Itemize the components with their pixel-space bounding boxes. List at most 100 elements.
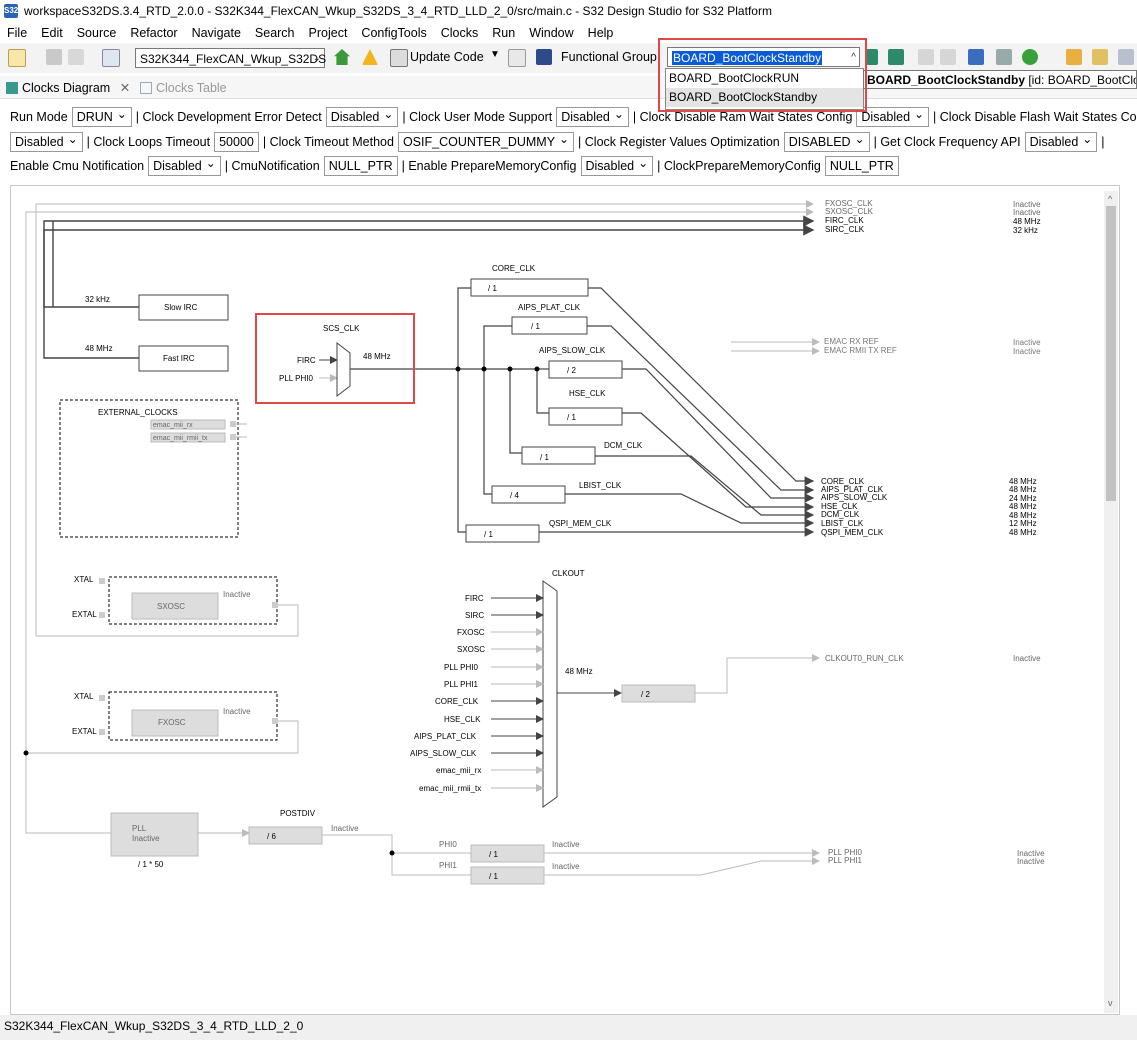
option-bootclockrun[interactable]: BOARD_BootClockRUN: [669, 71, 800, 85]
scs-freq: 48 MHz: [363, 352, 391, 361]
dcm-divider[interactable]: [521, 446, 596, 465]
fxosc-label: FXOSC: [158, 718, 186, 727]
menu-refactor[interactable]: Refactor: [130, 26, 178, 40]
functional-group-dropdown[interactable]: BOARD_BootClockRUN BOARD_BootClockStandb…: [665, 68, 864, 110]
fxosc-block[interactable]: [131, 709, 219, 737]
clkout-inputs: FIRC SIRC FXOSC SXOSC PLL PHI0 PLL PHI1 …: [410, 594, 544, 793]
fast-irc-block[interactable]: [138, 345, 229, 372]
tab-clocks-table[interactable]: Clocks Table: [140, 79, 227, 97]
list-icon[interactable]: [888, 49, 904, 65]
fxosc-extal: EXTAL: [72, 727, 97, 736]
menu-navigate[interactable]: Navigate: [191, 26, 241, 40]
aips-plat-divider[interactable]: [511, 316, 588, 335]
warning-icon[interactable]: [362, 49, 378, 65]
pll-mult: / 1 * 50: [138, 860, 164, 869]
aips-slow-freq: 24 MHz: [1009, 494, 1037, 503]
c-file-icon[interactable]: [508, 49, 526, 67]
tab-clocks-diagram[interactable]: Clocks Diagram ✕: [6, 79, 130, 97]
menu-bar: File Edit Source Refactor Navigate Searc…: [0, 23, 1137, 43]
diagram-icon: [6, 82, 18, 94]
clkout-div: / 2: [641, 690, 650, 699]
monitor-icon[interactable]: [968, 49, 984, 65]
menu-project[interactable]: Project: [308, 26, 348, 40]
refresh-icon[interactable]: [996, 49, 1012, 65]
output-wires: [539, 287, 815, 537]
new-icon[interactable]: [8, 49, 26, 67]
home-icon[interactable]: [334, 49, 350, 65]
timeout-label: | Clock Timeout Method: [262, 135, 394, 149]
postdiv-title: POSTDIV: [280, 809, 316, 818]
hse-freq: 48 MHz: [1009, 502, 1037, 511]
menu-window[interactable]: Window: [529, 26, 574, 40]
sxosc-block[interactable]: [131, 592, 219, 620]
window-title: workspaceS32DS.3.4_RTD_2.0.0 - S32K344_F…: [24, 4, 772, 18]
pll-phi1-state: Inactive: [1017, 857, 1045, 866]
flag-icon[interactable]: [866, 49, 878, 65]
tools-icon[interactable]: [1092, 49, 1108, 65]
phi0-divider[interactable]: [470, 844, 545, 863]
postdiv-block[interactable]: [248, 826, 323, 845]
cmu-label: | CmuNotification: [224, 159, 320, 173]
menu-help[interactable]: Help: [587, 26, 614, 40]
cmu-input[interactable]: NULL_PTR: [323, 156, 398, 176]
aips-slow-divider[interactable]: [548, 360, 623, 379]
clkout-in-sxosc: SXOSC: [457, 645, 485, 654]
chevron-up-icon[interactable]: ^: [1108, 194, 1113, 204]
run-icon[interactable]: [1022, 49, 1038, 65]
more-icon[interactable]: [1118, 49, 1134, 65]
option-bootclockstandby[interactable]: BOARD_BootClockStandby: [666, 88, 863, 107]
save-all-icon[interactable]: [68, 49, 84, 65]
top-active-lines: [43, 215, 815, 359]
folder-icon[interactable]: [1066, 49, 1082, 65]
out-pll-phi1: PLL PHI1: [828, 856, 862, 865]
hse-divider[interactable]: [548, 407, 623, 426]
chevron-down-icon[interactable]: ▼: [490, 49, 500, 60]
close-icon[interactable]: ✕: [119, 81, 131, 95]
chevron-down-icon[interactable]: v: [1108, 998, 1113, 1008]
run-mode-select[interactable]: DRUN: [71, 105, 132, 127]
out-qspi-clk: QSPI_MEM_CLK: [821, 528, 884, 537]
menu-edit[interactable]: Edit: [41, 26, 63, 40]
ram-ws-select[interactable]: Disabled: [856, 105, 930, 127]
get-freq-select[interactable]: Disabled: [1024, 130, 1098, 152]
functional-group-combo[interactable]: BOARD_BootClockStandby ^: [667, 47, 860, 67]
scs-bus: [350, 287, 549, 533]
clkout-in-aips-slow: AIPS_SLOW_CLK: [410, 749, 477, 758]
menu-source[interactable]: Source: [76, 26, 117, 40]
menu-file[interactable]: File: [7, 26, 28, 40]
save-icon[interactable]: [46, 49, 62, 65]
slow-irc-block[interactable]: [138, 294, 229, 321]
lbist-divider[interactable]: [491, 485, 566, 504]
clock-prep-input[interactable]: NULL_PTR: [824, 156, 899, 176]
dev-error-select[interactable]: Disabled: [325, 105, 399, 127]
flash-ws-select[interactable]: Disabled: [10, 130, 83, 152]
prep-mem-select[interactable]: Disabled: [580, 154, 654, 176]
update-code-button[interactable]: Update Code: [410, 50, 484, 64]
cmu-notif-select[interactable]: Disabled: [148, 154, 221, 176]
phi1-divider[interactable]: [470, 866, 545, 885]
undo-icon[interactable]: [918, 49, 934, 65]
project-combo[interactable]: S32K344_FlexCAN_Wkup_S32DS ⌄: [135, 48, 326, 68]
chip-icon[interactable]: [536, 49, 552, 65]
pll-block[interactable]: [110, 812, 199, 857]
qspi-divider[interactable]: [465, 524, 540, 543]
binary-icon[interactable]: [102, 49, 120, 67]
clkout-in-hse-clk: HSE_CLK: [444, 715, 481, 724]
scs-mux[interactable]: [336, 341, 351, 398]
user-mode-select[interactable]: Disabled: [556, 105, 629, 127]
reg-opt-select[interactable]: DISABLED: [783, 130, 870, 152]
emac-rmii-tx-ref: EMAC RMII TX REF: [824, 346, 897, 355]
clkout-divider[interactable]: [621, 684, 696, 703]
menu-search[interactable]: Search: [254, 26, 295, 40]
redo-icon[interactable]: [940, 49, 956, 65]
scrollbar-thumb[interactable]: [1106, 206, 1116, 501]
menu-clocks[interactable]: Clocks: [440, 26, 479, 40]
clkout-mux[interactable]: [542, 580, 558, 808]
menu-configtools[interactable]: ConfigTools: [361, 26, 427, 40]
timeout-select[interactable]: OSIF_COUNTER_DUMMY: [397, 130, 575, 152]
fxosc-state: Inactive: [223, 707, 251, 716]
loops-input[interactable]: 50000: [214, 132, 259, 152]
out-dcm-clk: DCM_CLK: [821, 510, 860, 519]
update-code-icon[interactable]: [390, 49, 408, 67]
menu-run[interactable]: Run: [492, 26, 516, 40]
